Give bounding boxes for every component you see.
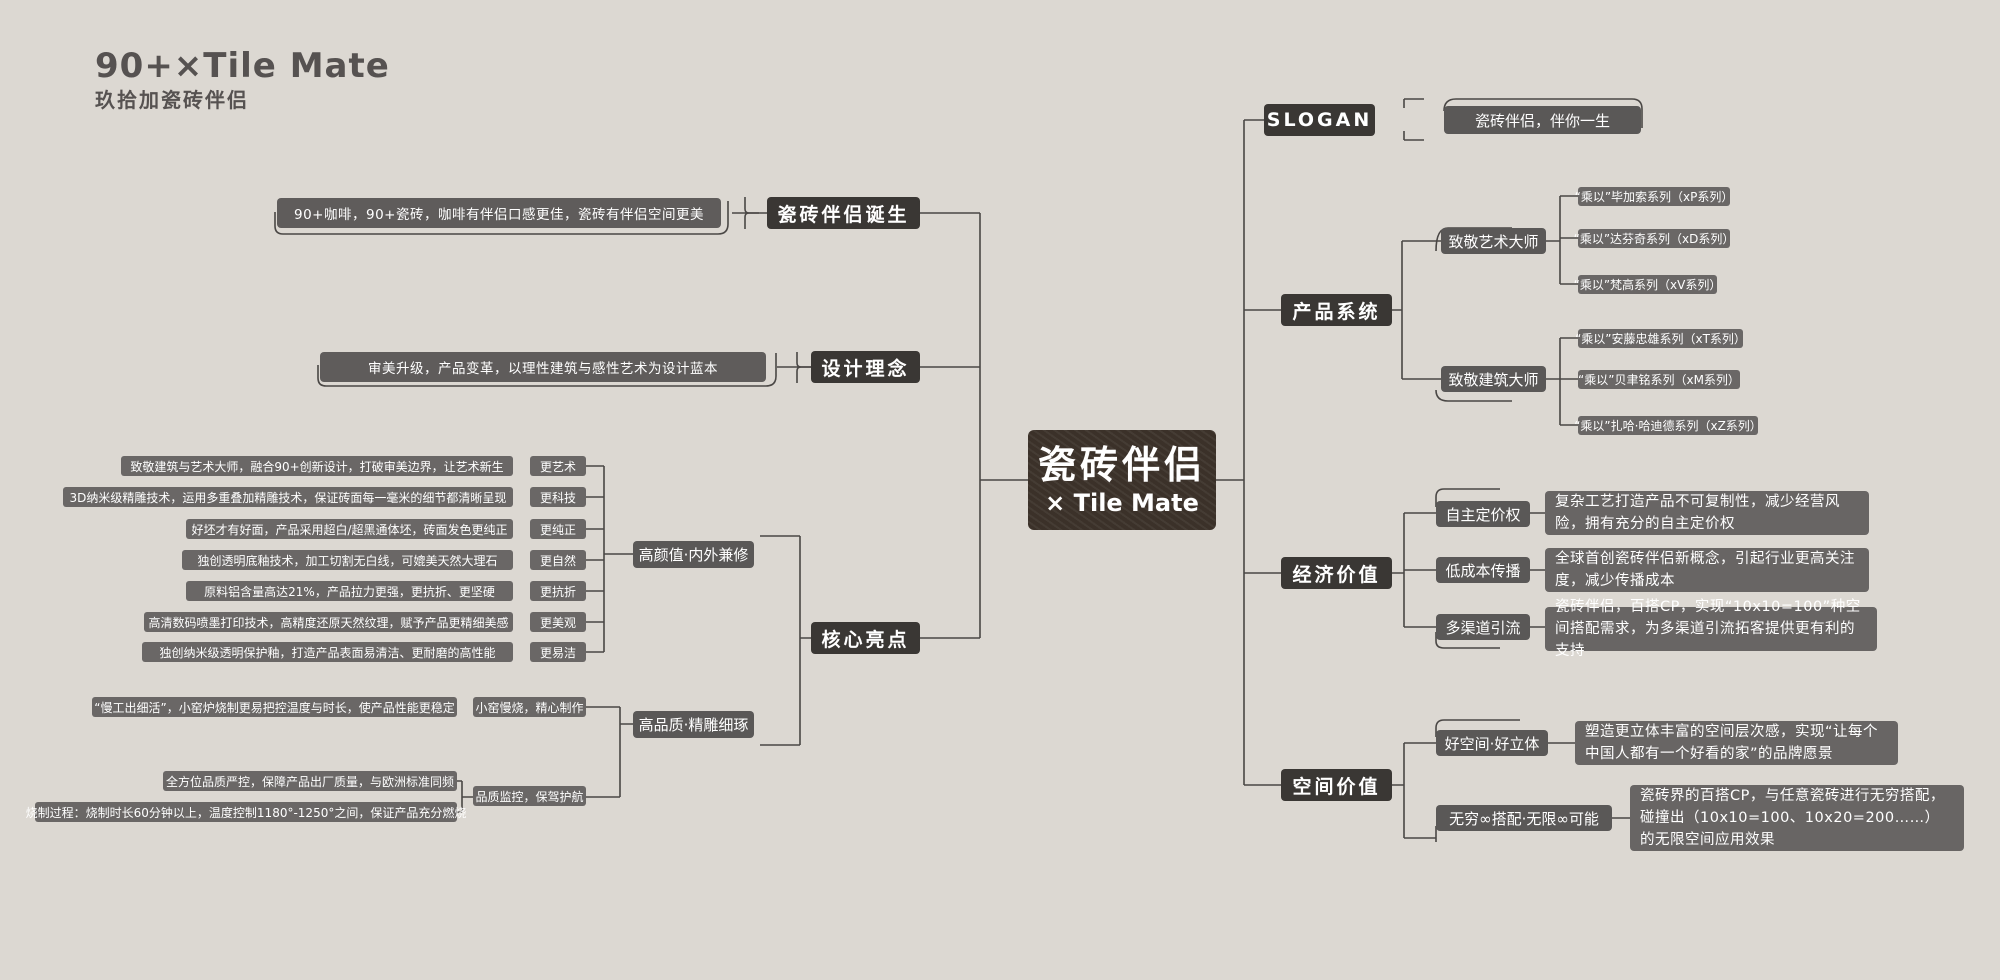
node-core[interactable]: 核心亮点 xyxy=(811,622,920,654)
tag-strong[interactable]: 更抗折 xyxy=(530,581,586,601)
node-product[interactable]: 产品系统 xyxy=(1281,294,1392,326)
node-good-space[interactable]: 好空间·好立体 xyxy=(1436,730,1548,756)
series-xt[interactable]: “乘以”安藤忠雄系列（xT系列） xyxy=(1575,329,1746,348)
node-economic[interactable]: 经济价值 xyxy=(1281,557,1392,589)
tag-clean[interactable]: 更易洁 xyxy=(530,642,586,662)
text-art[interactable]: 致敬建筑与艺术大师，融合90+创新设计，打破审美边界，让艺术新生 xyxy=(121,456,513,476)
tag-tech[interactable]: 更科技 xyxy=(530,487,586,507)
series-xp[interactable]: “乘以”毕加索系列（xP系列） xyxy=(1575,187,1733,206)
desc-lowcost[interactable]: 全球首创瓷砖伴侣新概念，引起行业更高关注度，减少传播成本 xyxy=(1545,548,1869,592)
text-tech[interactable]: 3D纳米级精雕技术，运用多重叠加精雕技术，保证砖面每一毫米的细节都清晰呈现 xyxy=(63,487,513,507)
text-beauty[interactable]: 高清数码喷墨打印技术，高精度还原天然纹理，赋予产品更精细美感 xyxy=(144,612,513,632)
desc-channel[interactable]: 瓷砖伴侣，百搭CP，实现“10x10=100”种空间搭配需求，为多渠道引流拓客提… xyxy=(1545,599,1877,659)
node-arch[interactable]: 致敬建筑大师 xyxy=(1441,366,1546,392)
text-kiln[interactable]: “慢工出细活”，小窑炉烧制更易把控温度与时长，使产品性能更稳定 xyxy=(92,697,457,717)
node-pricing[interactable]: 自主定价权 xyxy=(1436,501,1530,527)
brand-logo: 90+×Tile Mate 玖拾加瓷砖伴侣 xyxy=(95,46,390,114)
center-subtitle: × Tile Mate xyxy=(1045,489,1199,517)
desc-infinite[interactable]: 瓷砖界的百搭CP，与任意瓷砖进行无穷搭配，碰撞出（10x10=100、10x20… xyxy=(1630,785,1964,851)
node-design[interactable]: 设计理念 xyxy=(811,351,920,383)
design-desc[interactable]: 审美升级，产品变革，以理性建筑与感性艺术为设计蓝本 xyxy=(320,352,766,382)
text-natural[interactable]: 独创透明底釉技术，加工切割无白线，可媲美天然大理石 xyxy=(182,550,513,570)
text-control-1[interactable]: 全方位品质严控，保障产品出厂质量，与欧洲标准同频 xyxy=(163,771,457,791)
series-xv[interactable]: “乘以”梵高系列（xV系列） xyxy=(1574,275,1721,294)
tag-kiln[interactable]: 小窑慢烧，精心制作 xyxy=(473,697,586,717)
node-channel[interactable]: 多渠道引流 xyxy=(1436,614,1530,640)
node-art[interactable]: 致敬艺术大师 xyxy=(1441,228,1546,254)
series-xz[interactable]: “乘以”扎哈·哈迪德系列（xZ系列） xyxy=(1574,416,1762,435)
series-xd[interactable]: “乘以”达芬奇系列（xD系列） xyxy=(1574,229,1734,248)
text-pure[interactable]: 好坯才有好面，产品采用超白/超黑通体坯，砖面发色更纯正 xyxy=(186,519,513,539)
tag-art[interactable]: 更艺术 xyxy=(530,456,586,476)
text-strong[interactable]: 原料铝含量高达21%，产品拉力更强，更抗折、更坚硬 xyxy=(186,581,513,601)
text-control-2[interactable]: 烧制过程：烧制时长60分钟以上，温度控制1180°-1250°之间，保证产品充分… xyxy=(26,802,466,822)
desc-good-space[interactable]: 塑造更立体丰富的空间层次感，实现“让每个中国人都有一个好看的家”的品牌愿景 xyxy=(1575,721,1898,765)
series-xm[interactable]: “乘以”贝聿铭系列（xM系列） xyxy=(1578,370,1740,389)
node-lowcost[interactable]: 低成本传播 xyxy=(1436,557,1530,583)
desc-pricing[interactable]: 复杂工艺打造产品不可复制性，减少经营风险，拥有充分的自主定价权 xyxy=(1545,491,1869,535)
logo-subtitle: 玖拾加瓷砖伴侣 xyxy=(95,88,249,112)
logo-title: 90+×Tile Mate xyxy=(95,46,390,86)
birth-desc[interactable]: 90+咖啡，90+瓷砖，咖啡有伴侣口感更佳，瓷砖有伴侣空间更美 xyxy=(277,198,721,228)
node-slogan[interactable]: SLOGAN xyxy=(1264,104,1375,136)
center-node[interactable]: 瓷砖伴侣 × Tile Mate xyxy=(1028,430,1216,530)
text-clean[interactable]: 独创纳米级透明保护釉，打造产品表面易清洁、更耐磨的高性能 xyxy=(142,642,513,662)
tag-beauty[interactable]: 更美观 xyxy=(530,612,586,632)
node-quality[interactable]: 高品质·精雕细琢 xyxy=(633,711,754,738)
slogan-text[interactable]: 瓷砖伴侣，伴你一生 xyxy=(1444,106,1641,134)
node-birth[interactable]: 瓷砖伴侣诞生 xyxy=(767,197,920,229)
tag-pure[interactable]: 更纯正 xyxy=(530,519,586,539)
tag-natural[interactable]: 更自然 xyxy=(530,550,586,570)
node-beauty[interactable]: 高颜值·内外兼修 xyxy=(633,541,754,568)
center-title: 瓷砖伴侣 xyxy=(1037,443,1206,487)
tag-control[interactable]: 品质监控，保驾护航 xyxy=(473,786,586,806)
node-space[interactable]: 空间价值 xyxy=(1281,769,1392,801)
node-infinite[interactable]: 无穷∞搭配·无限∞可能 xyxy=(1436,805,1612,831)
